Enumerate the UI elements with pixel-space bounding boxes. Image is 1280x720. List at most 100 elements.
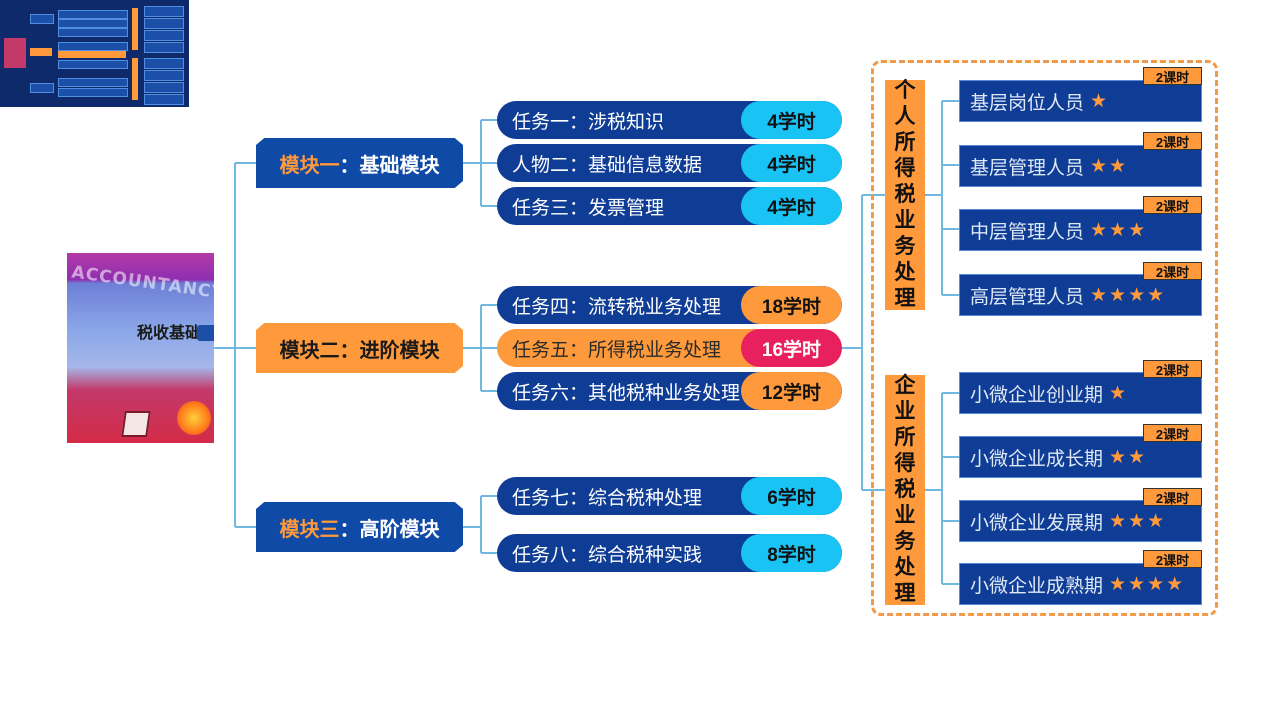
star-rating: ★★★: [1090, 219, 1148, 241]
video-thumbnail[interactable]: [0, 0, 189, 107]
category-personal-income-tax[interactable]: 个 人 所 得 税 业 务 处 理: [885, 79, 925, 310]
category-char: 人: [894, 105, 916, 128]
thumb-role: [144, 58, 184, 69]
thumb-role: [144, 70, 184, 81]
task-1[interactable]: 任务一：涉税知识 4学时: [497, 101, 842, 139]
role-name: 小微企业成熟期: [970, 575, 1104, 597]
thumb-role: [144, 82, 184, 93]
module-1[interactable]: 模块一：基础模块: [256, 138, 463, 188]
category-corporate-income-tax[interactable]: 企 业 所 得 税 业 务 处 理: [885, 374, 925, 605]
role-1[interactable]: 基层岗位人员★: [959, 80, 1202, 122]
star-rating: ★★: [1109, 446, 1148, 468]
category-char: 处: [894, 261, 916, 284]
book-cover-cube: [121, 411, 151, 437]
category-char: 业: [894, 504, 916, 527]
task-name: 人物二：基础信息数据: [512, 154, 703, 176]
role-3[interactable]: 中层管理人员★★★: [959, 209, 1202, 251]
thumb-module-2: [30, 48, 52, 56]
class-hours-tag: 2课时: [1143, 550, 1202, 568]
star-rating: ★★★★: [1109, 573, 1186, 595]
star-rating: ★★★: [1109, 510, 1167, 532]
thumb-task: [58, 51, 126, 58]
book-cover-emblem: [177, 401, 211, 435]
book-cover-image: ACCOUNTANCY 税收基础: [67, 253, 214, 443]
thumb-task: [58, 42, 128, 51]
star-rating: ★★: [1090, 155, 1129, 177]
role-5[interactable]: 小微企业创业期★: [959, 372, 1202, 414]
class-hours-tag: 2课时: [1143, 488, 1202, 506]
task-name: 任务八：综合税种实践: [512, 544, 703, 566]
role-name: 基层岗位人员: [970, 92, 1085, 114]
task-name: 任务七：综合税种处理: [512, 487, 703, 509]
category-char: 业: [894, 209, 916, 232]
class-hours-tag: 2课时: [1143, 196, 1202, 214]
class-hours-tag: 2课时: [1143, 360, 1202, 378]
category-char: 所: [894, 426, 916, 449]
task-hours: 4学时: [741, 101, 842, 139]
class-hours-tag: 2课时: [1143, 262, 1202, 280]
category-char: 得: [894, 157, 916, 180]
task-hours: 8学时: [741, 534, 842, 572]
module-3-suffix: ：高阶模块: [339, 518, 440, 541]
thumb-task: [58, 28, 128, 37]
module-3[interactable]: 模块三：高阶模块: [256, 502, 463, 552]
role-name: 基层管理人员: [970, 157, 1085, 179]
task-8[interactable]: 任务八：综合税种实践 8学时: [497, 534, 842, 572]
role-4[interactable]: 高层管理人员★★★★: [959, 274, 1202, 316]
thumb-category: [132, 8, 138, 50]
category-char: 处: [894, 556, 916, 579]
book-cover-badge: [197, 325, 214, 341]
module-1-prefix: 模块一: [279, 154, 340, 177]
star-rating: ★: [1109, 382, 1129, 404]
module-1-suffix: ：基础模块: [339, 154, 440, 177]
thumb-role: [144, 30, 184, 41]
task-5[interactable]: 任务五：所得税业务处理 16学时: [497, 329, 842, 367]
task-hours: 18学时: [741, 286, 842, 324]
class-hours-tag: 2课时: [1143, 424, 1202, 442]
thumb-task: [58, 60, 128, 69]
role-8[interactable]: 小微企业成熟期★★★★: [959, 563, 1202, 605]
module-2-prefix: 模块二: [279, 339, 340, 362]
category-char: 所: [894, 131, 916, 154]
task-4[interactable]: 任务四：流转税业务处理 18学时: [497, 286, 842, 324]
category-char: 务: [894, 235, 916, 258]
thumb-role: [144, 6, 184, 17]
module-3-prefix: 模块三: [279, 518, 340, 541]
thumb-task: [58, 78, 128, 87]
category-char: 得: [894, 452, 916, 475]
role-6[interactable]: 小微企业成长期★★: [959, 436, 1202, 478]
category-char: 个: [894, 79, 916, 102]
task-name: 任务六：其他税种业务处理: [512, 382, 741, 404]
task-7[interactable]: 任务七：综合税种处理 6学时: [497, 477, 842, 515]
task-3[interactable]: 任务三：发票管理 4学时: [497, 187, 842, 225]
category-char: 税: [894, 183, 916, 206]
role-2[interactable]: 基层管理人员★★: [959, 145, 1202, 187]
thumb-role: [144, 42, 184, 53]
task-hours: 4学时: [741, 144, 842, 182]
book-cover-title: 税收基础: [137, 323, 202, 342]
task-6[interactable]: 任务六：其他税种业务处理 12学时: [497, 372, 842, 410]
task-2[interactable]: 人物二：基础信息数据 4学时: [497, 144, 842, 182]
thumb-role: [144, 18, 184, 29]
category-char: 理: [894, 287, 916, 310]
role-name: 高层管理人员: [970, 286, 1085, 308]
thumb-module-1: [30, 14, 54, 24]
task-hours: 12学时: [741, 372, 842, 410]
category-char: 务: [894, 530, 916, 553]
class-hours-tag: 2课时: [1143, 67, 1202, 85]
task-hours: 16学时: [741, 329, 842, 367]
category-char: 业: [894, 400, 916, 423]
thumb-module-3: [30, 83, 54, 93]
task-name: 任务一：涉税知识: [512, 111, 665, 133]
thumb-book: [4, 38, 26, 68]
module-2[interactable]: 模块二：进阶模块: [256, 323, 463, 373]
thumb-category: [132, 58, 138, 100]
module-2-suffix: ：进阶模块: [339, 339, 440, 362]
category-char: 税: [894, 478, 916, 501]
star-rating: ★: [1090, 90, 1110, 112]
role-name: 小微企业成长期: [970, 448, 1104, 470]
role-7[interactable]: 小微企业发展期★★★: [959, 500, 1202, 542]
role-name: 小微企业创业期: [970, 384, 1104, 406]
thumb-task: [58, 19, 128, 28]
thumb-role: [144, 94, 184, 105]
